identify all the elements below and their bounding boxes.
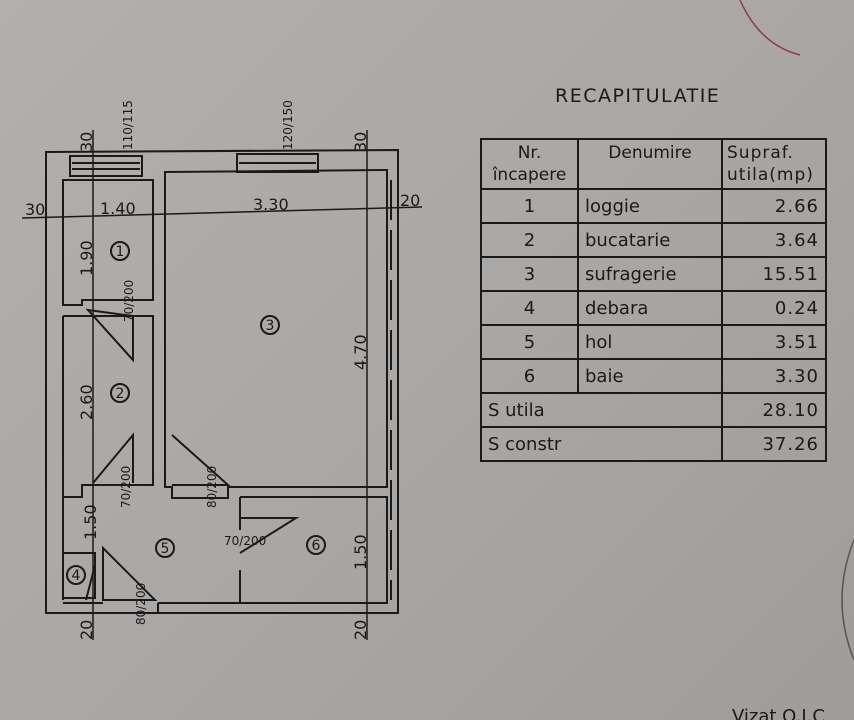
dim-door-1: 70/200 — [122, 280, 136, 322]
dim-height-5: 1.50 — [81, 504, 100, 540]
stamp-arc-right — [841, 539, 854, 661]
room-area: 3.51 — [721, 324, 827, 360]
dim-door-5: 80/200 — [134, 583, 148, 625]
dim-line-horizontal — [21, 206, 423, 219]
room-nr: 4 — [480, 290, 579, 326]
dim-top-wall-right: 30 — [351, 132, 370, 152]
room-nr: 6 — [480, 358, 579, 394]
dim-width-1: 1.40 — [100, 199, 136, 218]
room-number-3: 3 — [266, 318, 275, 334]
dim-door-3: 80/200 — [205, 466, 219, 508]
dim-width-2: 3.30 — [253, 195, 289, 214]
room-nr: 3 — [480, 256, 579, 292]
dim-top-wall-left: 30 — [77, 132, 96, 152]
outer-wall — [45, 148, 399, 614]
room-1-wall — [62, 179, 154, 306]
dim-bottom-left: 20 — [77, 620, 96, 640]
room-nr: 5 — [480, 324, 579, 360]
room-2-wall — [63, 315, 154, 498]
total-label: S utila — [480, 392, 723, 428]
room-area: 2.66 — [721, 188, 827, 224]
header-area: Supraf. utila(mp) — [721, 138, 827, 190]
dim-door-2: 70/200 — [119, 466, 133, 508]
door-3 — [171, 434, 231, 486]
dim-bottom-right: 20 — [351, 620, 370, 640]
dim-door-4: 70/200 — [224, 534, 266, 548]
stamp-text: Vizat O.J.C — [732, 706, 825, 720]
room-number-5: 5 — [161, 541, 170, 557]
total-value: 37.26 — [721, 426, 827, 462]
room-nr: 2 — [480, 222, 579, 258]
room-number-4: 4 — [72, 568, 81, 584]
room-3-wall — [164, 168, 388, 499]
summary-title: RECAPITULATIE — [555, 85, 721, 107]
dim-window-2: 120/150 — [281, 100, 295, 150]
room-area: 3.64 — [721, 222, 827, 258]
window-2 — [236, 153, 319, 173]
dim-window-1: 110/115 — [121, 100, 135, 150]
door-2 — [92, 432, 134, 484]
dim-height-6: 1.50 — [351, 534, 370, 570]
door-4 — [239, 517, 300, 554]
table-header-row: Nr. încapere Denumire Supraf. utila(mp) — [480, 138, 827, 190]
room-name: bucatarie — [577, 222, 723, 258]
summary-table: Nr. încapere Denumire Supraf. utila(mp) … — [480, 138, 827, 462]
room-name: sufragerie — [577, 256, 723, 292]
total-label: S constr — [480, 426, 723, 462]
door-1 — [85, 308, 134, 363]
header-name: Denumire — [577, 138, 723, 190]
room-name: loggie — [577, 188, 723, 224]
room-area: 15.51 — [721, 256, 827, 292]
room-number-6: 6 — [312, 538, 321, 554]
room-name: hol — [577, 324, 723, 360]
dim-height-3: 4.70 — [351, 334, 370, 370]
dim-height-1: 1.90 — [77, 240, 96, 276]
total-value: 28.10 — [721, 392, 827, 428]
room-6-wall — [239, 496, 388, 604]
dim-right-wall: 20 — [400, 191, 420, 210]
room-nr: 1 — [480, 188, 579, 224]
window-1 — [69, 155, 143, 177]
room-name: debara — [577, 290, 723, 326]
room-4-wall — [62, 552, 96, 599]
door-5 — [102, 545, 158, 601]
room-name: baie — [577, 358, 723, 394]
room-area: 3.30 — [721, 358, 827, 394]
room-number-1: 1 — [116, 244, 125, 260]
header-nr: Nr. încapere — [480, 138, 579, 190]
room-area: 0.24 — [721, 290, 827, 326]
dim-height-2: 2.60 — [77, 384, 96, 420]
stamp-arc — [739, 0, 801, 56]
dim-left-wall: 30 — [25, 200, 45, 219]
room-number-2: 2 — [116, 386, 125, 402]
